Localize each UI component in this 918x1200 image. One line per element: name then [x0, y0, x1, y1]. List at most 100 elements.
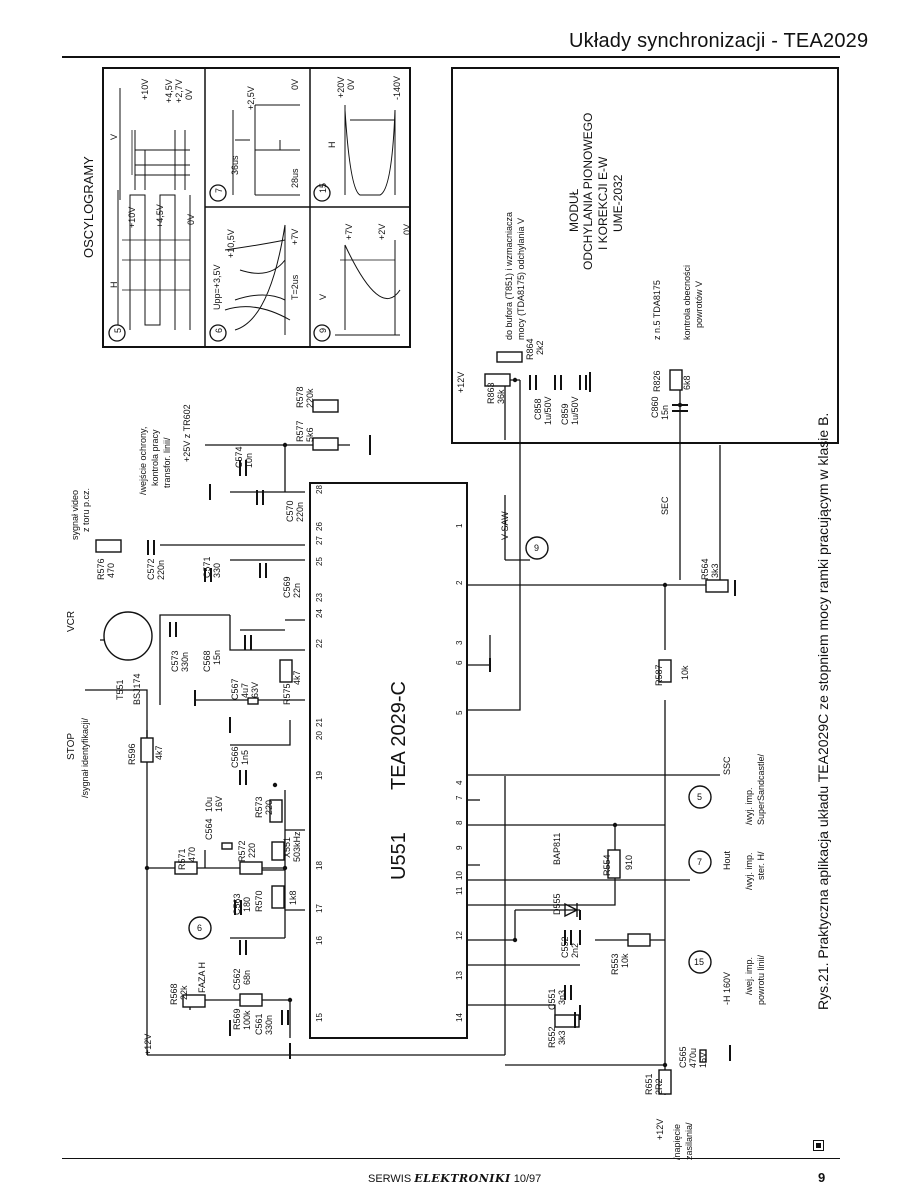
svg-text:Upp=+3,5V: Upp=+3,5V: [212, 264, 222, 310]
svg-text:+7V: +7V: [290, 229, 300, 245]
svg-text:5: 5: [697, 792, 702, 802]
capacitor-plates: [147, 375, 688, 1025]
footer-publication: SERWIS ELEKTRONIKI 10/97: [368, 1172, 542, 1185]
svg-text:sygnał video: sygnał video: [70, 490, 80, 540]
svg-text:C568: C568: [202, 650, 212, 672]
svg-text:0V: 0V: [402, 224, 412, 235]
osc-title: OSCYLOGRAMY: [81, 156, 96, 258]
svg-text:BAP811: BAP811: [552, 833, 562, 865]
svg-text:C858: C858: [533, 398, 543, 420]
ic-pin-label: 21: [315, 718, 324, 727]
svg-text:10k: 10k: [620, 953, 630, 968]
svg-text:+12V: +12V: [143, 1034, 153, 1055]
svg-text:R578: R578: [295, 386, 305, 408]
svg-text:4k7: 4k7: [154, 745, 164, 760]
svg-text:FAZA H: FAZA H: [197, 962, 207, 993]
svg-text:C572: C572: [146, 558, 156, 580]
svg-text:C571: C571: [202, 556, 212, 578]
svg-text:220k: 220k: [305, 388, 315, 408]
ic-pin-label: 18: [315, 861, 324, 870]
svg-text:C573: C573: [170, 650, 180, 672]
svg-text:16V: 16V: [214, 796, 224, 812]
svg-text:2n2: 2n2: [570, 943, 580, 958]
ic-pin-label: 2: [455, 580, 464, 585]
svg-text:C860: C860: [650, 396, 660, 418]
ic-ref: U551: [388, 832, 410, 880]
svg-text:R569: R569: [232, 1008, 242, 1030]
ic-pin-label: 23: [315, 593, 324, 602]
svg-text:z n.5 TDA8175: z n.5 TDA8175: [652, 280, 662, 340]
svg-text:kontrola pracy: kontrola pracy: [150, 429, 160, 486]
svg-text:C570: C570: [285, 500, 295, 522]
svg-text:4u7: 4u7: [240, 683, 250, 698]
vertical-deflection-module: [451, 67, 839, 444]
svg-text:zasilania/: zasilania/: [684, 1122, 694, 1160]
svg-text:ster. H/: ster. H/: [756, 851, 766, 880]
oscillogram-panel: [102, 67, 411, 348]
svg-text:22n: 22n: [292, 583, 302, 598]
svg-text:7: 7: [214, 188, 224, 193]
svg-text:C564: C564: [204, 818, 214, 840]
svg-text:C561: C561: [254, 1013, 264, 1035]
svg-text:H: H: [109, 282, 119, 289]
svg-text:R587: R587: [654, 664, 664, 686]
svg-text:0V: 0V: [186, 214, 196, 225]
svg-text:T=2us: T=2us: [290, 274, 300, 300]
svg-text:1k8: 1k8: [288, 890, 298, 905]
ground-symbols: [194, 372, 736, 1061]
svg-text:36us: 36us: [230, 155, 240, 175]
svg-text:2R2: 2R2: [654, 1078, 664, 1095]
footer-square-icon: [813, 1140, 824, 1151]
svg-text:-H 160V: -H 160V: [722, 972, 732, 1005]
svg-text:R572: R572: [237, 840, 247, 862]
ic-pin-label: 9: [455, 845, 464, 850]
svg-text:3k3: 3k3: [557, 1030, 567, 1045]
svg-text:/wyj. imp.: /wyj. imp.: [744, 787, 754, 825]
ic-pin-label: 12: [455, 931, 464, 940]
svg-text:R577: R577: [295, 420, 305, 442]
svg-text:910: 910: [624, 855, 634, 870]
svg-text:+2,7V: +2,7V: [174, 79, 184, 103]
svg-text:MODUŁ: MODUŁ: [567, 188, 581, 232]
svg-text:+10V: +10V: [127, 207, 137, 228]
ic-pin-label: 24: [315, 609, 324, 618]
svg-text:R553: R553: [610, 953, 620, 975]
svg-text:X551: X551: [282, 837, 292, 858]
ic-pin-label: 16: [315, 936, 324, 945]
svg-text:z toru p.cz.: z toru p.cz.: [81, 488, 91, 532]
svg-text:63V: 63V: [250, 682, 260, 698]
svg-text:220n: 220n: [295, 502, 305, 522]
svg-text:330: 330: [212, 563, 222, 578]
ic-name: TEA 2029-C: [388, 681, 410, 790]
junction-dots: [144, 377, 683, 1068]
svg-text:C551: C551: [547, 988, 557, 1010]
svg-text:SSC: SSC: [722, 756, 732, 775]
svg-text:+4,5V: +4,5V: [155, 204, 165, 228]
probe-markers: [188, 536, 712, 974]
component-symbols: [95, 351, 729, 1095]
ic-pin-label: 3: [455, 640, 464, 645]
svg-text:transfor. linii/: transfor. linii/: [162, 437, 172, 488]
svg-text:1u/50V: 1u/50V: [570, 396, 580, 425]
ic-pin-label: 10: [455, 871, 464, 880]
footer-rule: [62, 1158, 840, 1159]
svg-text:powrotów V: powrotów V: [694, 281, 704, 328]
svg-text:do bufora (T851) i wzmacniacza: do bufora (T851) i wzmacniacza: [504, 212, 514, 340]
ic-pin-label: 6: [455, 660, 464, 665]
svg-text:330n: 330n: [264, 1015, 274, 1035]
svg-text:/wyj. imp.: /wyj. imp.: [744, 852, 754, 890]
ic-pin-label: 14: [455, 1013, 464, 1022]
svg-text:5: 5: [113, 328, 123, 333]
ic-pin-label: 4: [455, 780, 464, 785]
diode-d555: [564, 902, 579, 918]
figure-caption: Rys.21. Praktyczna aplikacja układu TEA2…: [815, 413, 831, 1010]
svg-text:+12V: +12V: [456, 372, 466, 393]
svg-text:kontrola obecności: kontrola obecności: [682, 265, 692, 340]
svg-text:470: 470: [187, 847, 197, 862]
svg-text:10n: 10n: [244, 453, 254, 468]
svg-text:C562: C562: [232, 968, 242, 990]
ic-pin-label: 26: [315, 522, 324, 531]
svg-text:68n: 68n: [242, 970, 252, 985]
svg-text:I KOREKCJI E-W: I KOREKCJI E-W: [596, 156, 610, 250]
svg-text:/wej. imp.: /wej. imp.: [744, 957, 754, 995]
